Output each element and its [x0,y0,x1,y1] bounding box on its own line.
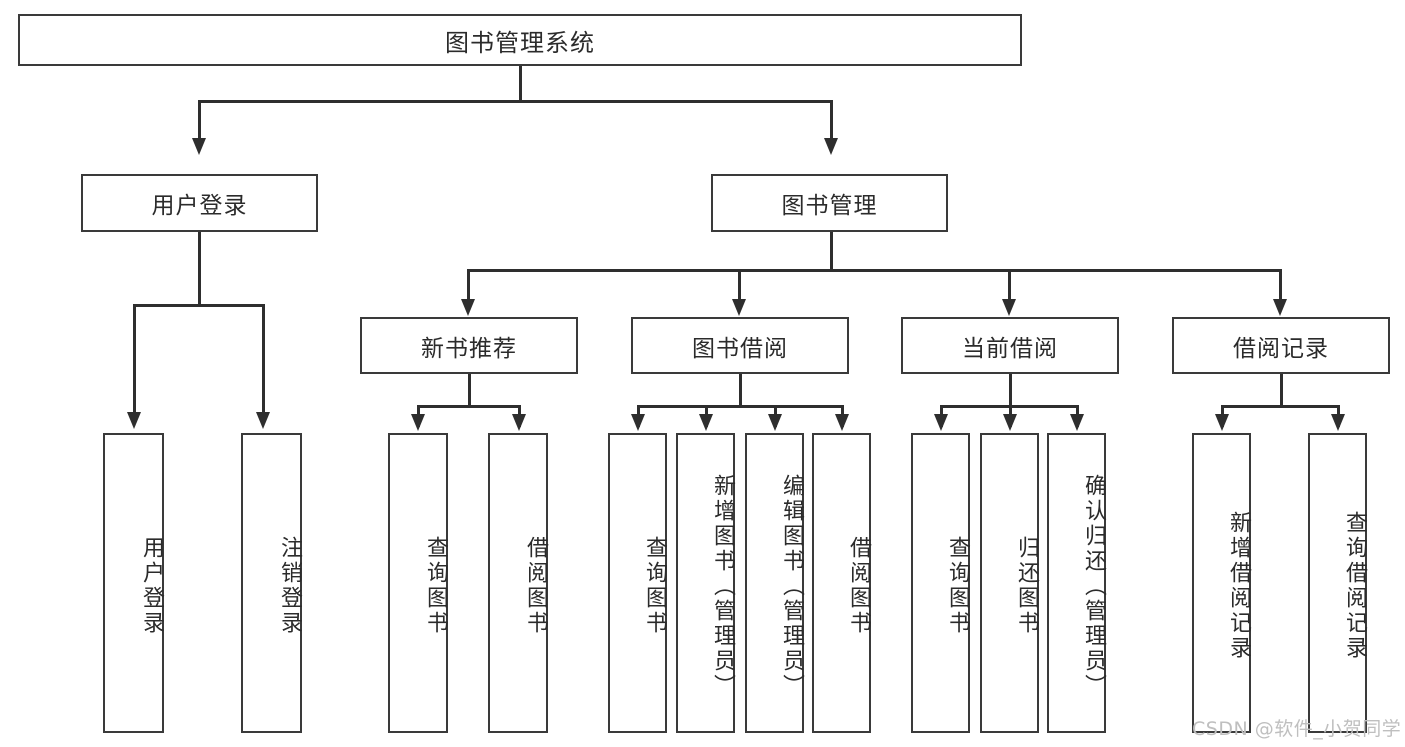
node-label: 用户登录 [151,193,248,219]
edge-user-login-leaf1 [133,304,136,414]
leaf-borrow-record-add[interactable]: 新增借阅记录 [1192,433,1251,733]
arrow-book-borrow-leaf2-icon [699,414,713,431]
node-label: 图书管理 [781,193,878,219]
node-book-management[interactable]: 图书管理 [711,174,948,232]
node-current-borrow[interactable]: 当前借阅 [901,317,1119,374]
edge-user-login-bus [133,304,264,307]
node-label: 新书推荐 [421,335,517,362]
arrow-to-user-login-icon [192,138,206,155]
leaf-current-borrow-confirm[interactable]: 确认归还（管理员） [1047,433,1106,733]
arrow-book-borrow-leaf3-icon [768,414,782,431]
node-label: 当前借阅 [962,335,1058,362]
edge-borrow-record-bus [1221,405,1339,408]
leaf-book-borrow-query[interactable]: 查询图书 [608,433,667,733]
node-label: 注销登录 [277,536,302,636]
node-label: 图书管理系统 [445,28,595,57]
arrow-user-login-leaf1-icon [127,412,141,429]
edge-book-borrow-stem [739,374,742,407]
leaf-user-login-logout[interactable]: 注销登录 [241,433,302,733]
node-label: 确认归还（管理员） [1081,473,1106,699]
node-label: 借阅记录 [1233,335,1329,362]
leaf-new-book-borrow[interactable]: 借阅图书 [488,433,548,733]
arrow-user-login-leaf2-icon [256,412,270,429]
node-label: 归还图书 [1014,536,1039,636]
edge-book-mgmt-stem [830,232,833,271]
leaf-current-borrow-return[interactable]: 归还图书 [980,433,1039,733]
arrow-current-borrow-leaf3-icon [1070,414,1084,431]
leaf-new-book-query[interactable]: 查询图书 [388,433,448,733]
node-label: 查询图书 [945,536,970,636]
edge-book-mgmt-bus [467,269,1279,272]
edge-to-current-borrow [1008,269,1011,301]
node-new-book-recommend[interactable]: 新书推荐 [360,317,578,374]
arrow-book-borrow-icon [732,299,746,316]
edge-root-bus [198,100,832,103]
leaf-book-borrow-edit[interactable]: 编辑图书（管理员） [745,433,804,733]
edge-root-to-book-mgmt [830,100,833,140]
node-borrow-record[interactable]: 借阅记录 [1172,317,1390,374]
arrow-book-borrow-leaf1-icon [631,414,645,431]
edge-root-stem [519,66,522,102]
leaf-book-borrow-borrow[interactable]: 借阅图书 [812,433,871,733]
leaf-user-login-login[interactable]: 用户登录 [103,433,164,733]
leaf-current-borrow-query[interactable]: 查询图书 [911,433,970,733]
arrow-borrow-record-leaf2-icon [1331,414,1345,431]
node-label: 查询借阅记录 [1342,511,1367,661]
edge-to-new-book [467,269,470,301]
node-label: 编辑图书（管理员） [779,473,804,699]
node-label: 借阅图书 [523,536,548,636]
arrow-new-book-leaf2-icon [512,414,526,431]
edge-new-book-stem [468,374,471,407]
node-label: 新增借阅记录 [1226,511,1251,661]
node-label: 图书借阅 [692,335,788,362]
node-root-system[interactable]: 图书管理系统 [18,14,1022,66]
node-label: 用户登录 [139,536,164,636]
node-label: 借阅图书 [846,536,871,636]
arrow-borrow-record-icon [1273,299,1287,316]
arrow-new-book-leaf1-icon [411,414,425,431]
arrow-current-borrow-leaf1-icon [934,414,948,431]
arrow-current-borrow-icon [1002,299,1016,316]
edge-current-borrow-stem [1009,374,1012,407]
node-label: 新增图书（管理员） [710,473,735,699]
watermark: CSDN @软件_小贺同学 [1192,718,1402,740]
node-book-borrow[interactable]: 图书借阅 [631,317,849,374]
edge-borrow-record-stem [1280,374,1283,407]
node-user-login[interactable]: 用户登录 [81,174,318,232]
edge-root-to-user-login [198,100,201,140]
edge-to-borrow-record [1279,269,1282,301]
arrow-borrow-record-leaf1-icon [1215,414,1229,431]
arrow-to-book-mgmt-icon [824,138,838,155]
arrow-new-book-icon [461,299,475,316]
edge-new-book-bus [417,405,520,408]
leaf-borrow-record-query[interactable]: 查询借阅记录 [1308,433,1367,733]
edge-book-borrow-bus [637,405,843,408]
edge-user-login-leaf2 [262,304,265,414]
arrow-current-borrow-leaf2-icon [1003,414,1017,431]
leaf-book-borrow-add[interactable]: 新增图书（管理员） [676,433,735,733]
edge-user-login-stem [198,232,201,306]
arrow-book-borrow-leaf4-icon [835,414,849,431]
node-label: 查询图书 [642,536,667,636]
edge-to-book-borrow [738,269,741,301]
node-label: 查询图书 [423,536,448,636]
